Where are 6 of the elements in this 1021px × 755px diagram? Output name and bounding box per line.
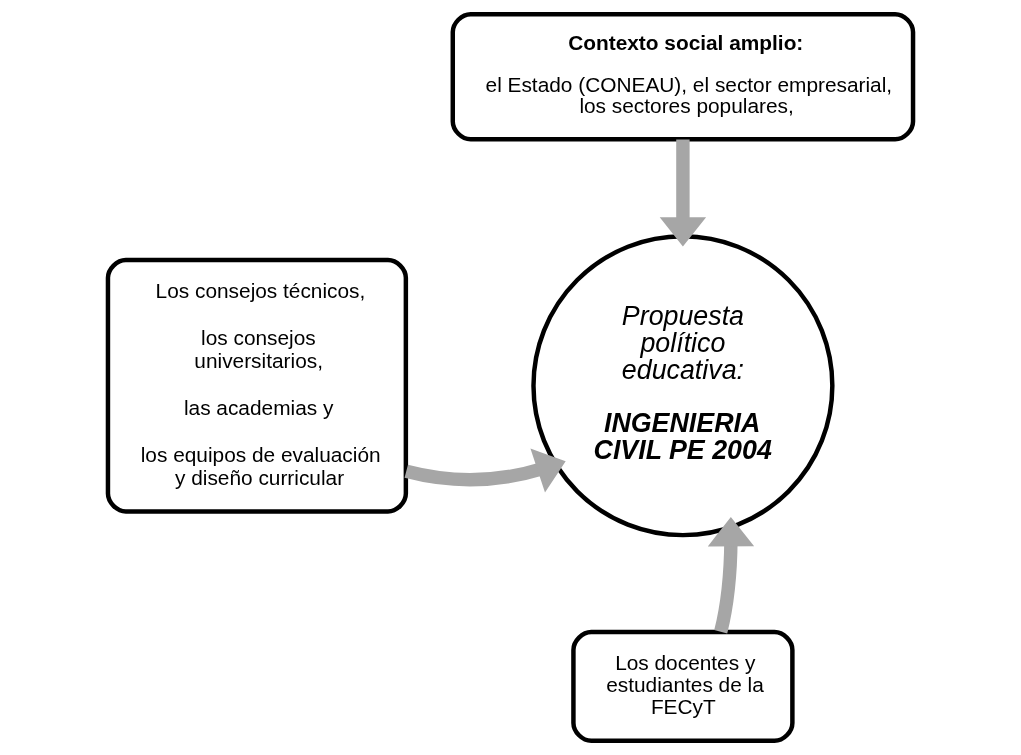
arrow — [404, 448, 566, 493]
node-box: Los docentes y estudiantes de la FECyT — [571, 629, 795, 744]
node-box: Contexto social amplio: el Estado (CONEAU), el sector empresarial, los sectores populares, — [450, 11, 916, 142]
arrow — [707, 516, 755, 634]
node-box: Los consejos técnicos, los consejos universitarios, las academias y los equipos de evaluación y diseño curricular — [105, 257, 409, 514]
arrow — [659, 139, 707, 247]
